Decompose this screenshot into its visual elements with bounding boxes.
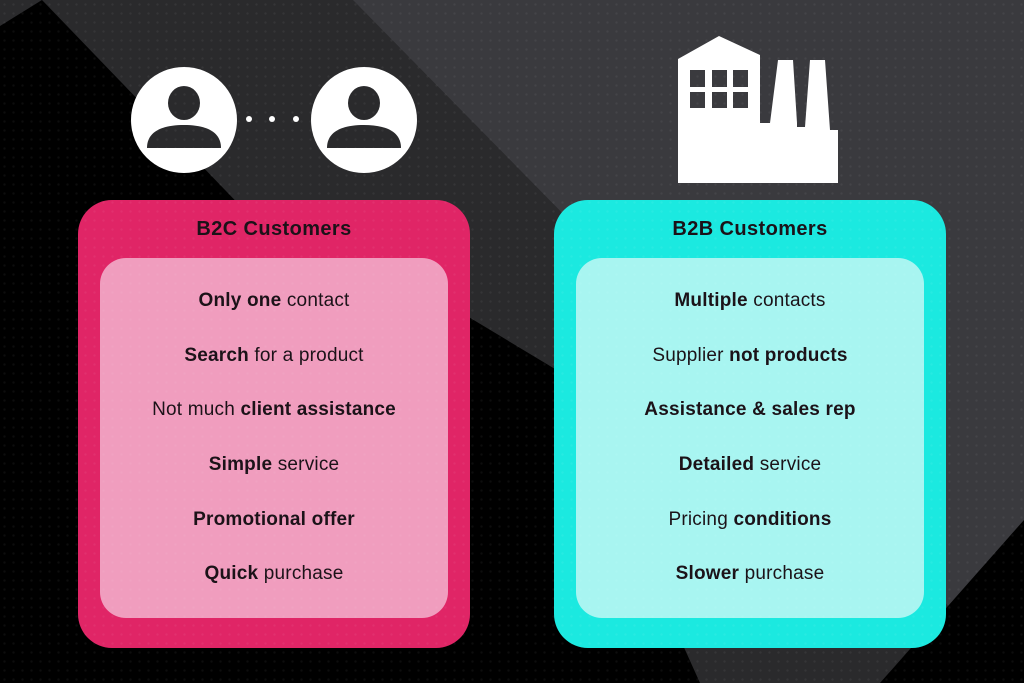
factory-icon [678, 36, 838, 183]
b2b-card-title: B2B Customers [672, 217, 828, 240]
list-item: Quick purchase [204, 563, 344, 585]
person-avatar-icon [311, 67, 417, 173]
dot [246, 116, 252, 122]
list-item: Slower purchase [675, 563, 825, 585]
list-item: Not much client assistance [152, 399, 396, 421]
person-avatar-icon [131, 67, 237, 173]
list-item: Pricing conditions [668, 508, 832, 530]
factory-window [690, 70, 705, 87]
b2c-people-icons [131, 67, 417, 173]
b2c-card-title: B2C Customers [196, 217, 352, 240]
factory-window [690, 92, 705, 108]
dot [292, 116, 299, 122]
avatar-shoulders [147, 125, 221, 148]
list-item: Multiple contacts [674, 289, 826, 311]
avatar-head [348, 86, 380, 120]
dot [269, 116, 276, 122]
list-item: Only one contact [198, 289, 350, 311]
list-item: Search for a product [184, 344, 364, 366]
factory-window [733, 70, 748, 87]
list-item: Promotional offer [193, 508, 355, 530]
list-item: Simple service [208, 453, 340, 475]
list-item: Supplier not products [652, 344, 848, 366]
avatar-shoulders [327, 125, 401, 148]
avatar-head [168, 86, 200, 120]
factory-window [712, 92, 727, 108]
list-item: Detailed service [678, 453, 822, 475]
factory-window [733, 92, 748, 108]
list-item: Assistance & sales rep [644, 399, 856, 421]
factory-window [712, 70, 727, 87]
